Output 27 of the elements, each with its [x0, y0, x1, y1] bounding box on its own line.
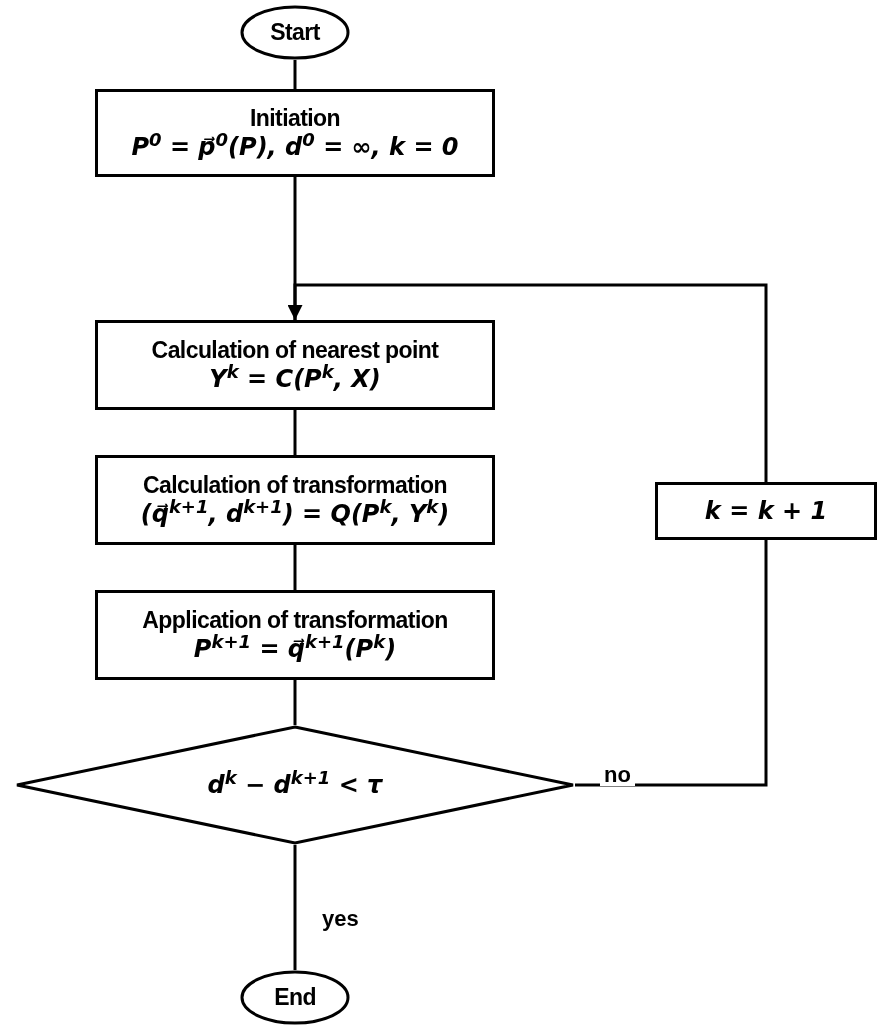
formula: P$^{0}$ = p⃗$^{0}$(P), d$^{0}$ = ∞, k = 0 — [131, 132, 459, 163]
step-title: Initiation — [249, 103, 341, 133]
formula: (q⃗$^{k+1}$, d$^{k+1}$) = Q(P$^{k}$, Y$^{k}$) — [140, 499, 450, 530]
connector-line — [293, 845, 297, 970]
formula: k = k + 1 — [704, 496, 828, 526]
process-box — [95, 89, 495, 177]
formula: P$^{k+1}$ = q⃗$^{k+1}$(P$^{k}$) — [193, 634, 397, 665]
step-title: Calculation of transformation — [142, 470, 448, 499]
formula: d$^{k}$ − d$^{k+1}$ < τ — [207, 770, 383, 800]
step-title: Application of transformation — [142, 605, 448, 634]
formula: Y$^{k}$ = C(P$^{k}$, X) — [209, 364, 381, 395]
process-box — [95, 590, 495, 680]
terminal-label: End — [274, 983, 316, 1012]
connector-line — [293, 410, 297, 455]
terminal-label: Start — [270, 18, 320, 47]
connector-line — [293, 545, 297, 590]
decision-diamond — [15, 725, 575, 845]
connector-line — [293, 680, 297, 725]
process-box — [95, 320, 495, 410]
step-title: Calculation of nearest point — [151, 335, 439, 364]
connector-line — [575, 540, 768, 787]
arrow — [287, 283, 768, 482]
process-box — [95, 455, 495, 545]
connector-line — [293, 60, 297, 89]
terminal-ellipse — [240, 970, 350, 1025]
process-box — [655, 482, 877, 540]
terminal-ellipse — [240, 5, 350, 60]
